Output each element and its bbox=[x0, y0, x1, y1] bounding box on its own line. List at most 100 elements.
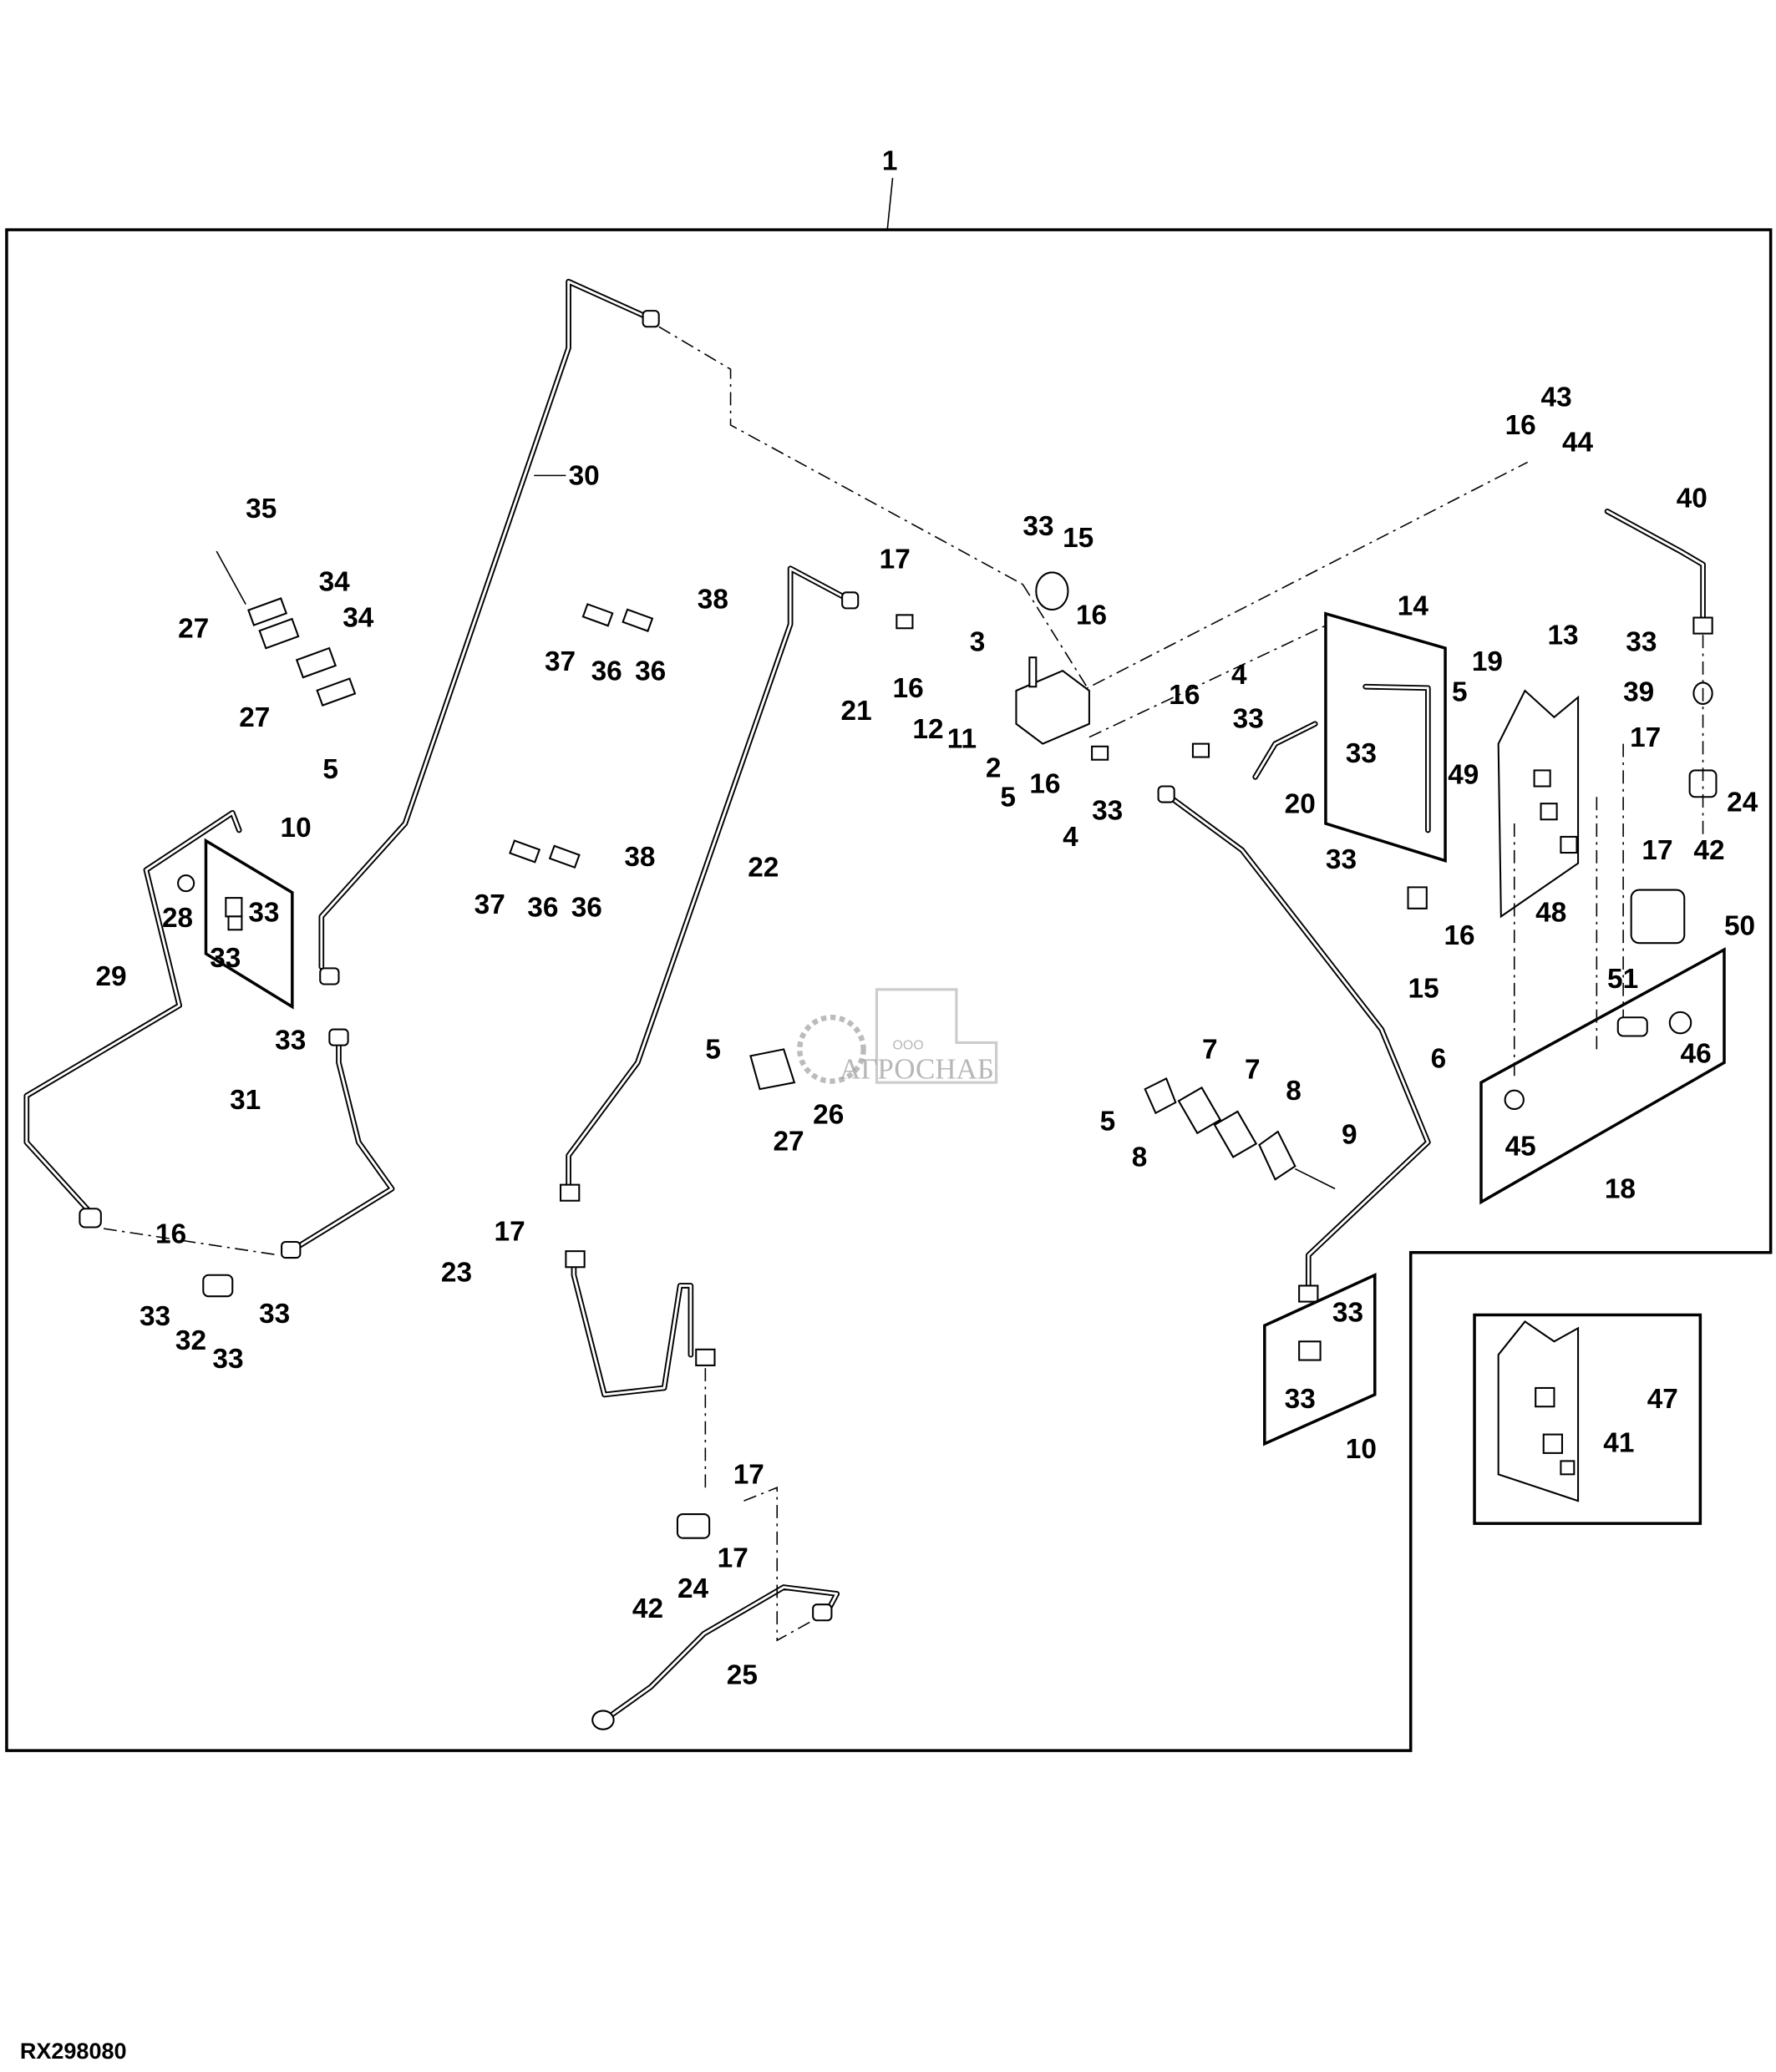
callout-28: 28 bbox=[162, 903, 193, 934]
inset-10-left bbox=[204, 838, 294, 1010]
callout-5: 5 bbox=[1100, 1106, 1116, 1137]
callout-33: 33 bbox=[1022, 511, 1053, 542]
callout-44: 44 bbox=[1562, 428, 1594, 458]
callout-18: 18 bbox=[1605, 1174, 1636, 1205]
callout-40: 40 bbox=[1677, 484, 1707, 514]
callout-34: 34 bbox=[343, 603, 374, 634]
callout-36: 36 bbox=[571, 892, 602, 923]
callout-49: 49 bbox=[1448, 759, 1479, 790]
callout-50: 50 bbox=[1724, 911, 1755, 942]
callout-26: 26 bbox=[813, 1099, 844, 1130]
callout-33: 33 bbox=[259, 1299, 290, 1330]
callout-5: 5 bbox=[322, 754, 338, 785]
callout-4: 4 bbox=[1063, 822, 1078, 853]
callout-37: 37 bbox=[545, 646, 576, 677]
callout-31: 31 bbox=[230, 1085, 261, 1116]
watermark-name: АГРОСНАБ bbox=[840, 1052, 994, 1085]
callout-38: 38 bbox=[624, 842, 655, 873]
inset-10-right bbox=[1263, 1273, 1377, 1446]
callout-16: 16 bbox=[1029, 768, 1060, 799]
callout-36: 36 bbox=[527, 892, 558, 923]
callout-33: 33 bbox=[248, 898, 279, 929]
callout-24: 24 bbox=[1727, 788, 1758, 818]
callout-39: 39 bbox=[1623, 677, 1654, 708]
pipe-29 bbox=[23, 809, 242, 1229]
pipe-22 bbox=[566, 565, 860, 1188]
callout-9: 9 bbox=[1342, 1119, 1357, 1150]
callout-17: 17 bbox=[733, 1459, 764, 1490]
callout-22: 22 bbox=[748, 853, 779, 884]
callout-16: 16 bbox=[893, 673, 924, 704]
callout-12: 12 bbox=[912, 714, 943, 745]
leader bbox=[886, 178, 894, 231]
callout-37: 37 bbox=[474, 889, 505, 920]
callout-3: 3 bbox=[970, 626, 986, 657]
callout-33: 33 bbox=[1326, 844, 1357, 875]
callout-38: 38 bbox=[698, 584, 728, 615]
callout-48: 48 bbox=[1535, 898, 1566, 929]
callout-16: 16 bbox=[1444, 920, 1474, 951]
callout-41: 41 bbox=[1603, 1427, 1634, 1458]
callout-15: 15 bbox=[1063, 523, 1094, 554]
inset-14 bbox=[1324, 611, 1447, 863]
callout-46: 46 bbox=[1681, 1038, 1712, 1069]
callout-33: 33 bbox=[1332, 1297, 1363, 1328]
callout-33: 33 bbox=[1285, 1384, 1316, 1415]
callout-33: 33 bbox=[275, 1025, 306, 1056]
figure-id: RX298080 bbox=[20, 2039, 127, 2064]
callout-45: 45 bbox=[1505, 1132, 1536, 1163]
callout-29: 29 bbox=[95, 961, 126, 992]
dash-line bbox=[658, 326, 1023, 585]
callout-8: 8 bbox=[1132, 1142, 1148, 1173]
callout-2: 2 bbox=[986, 752, 1002, 783]
pipe-23 bbox=[560, 1183, 716, 1398]
callout-33: 33 bbox=[210, 943, 241, 974]
pipe-31 bbox=[281, 967, 395, 1259]
assembly-frame bbox=[5, 228, 1773, 1752]
watermark: ООО АГРОСНАБ bbox=[797, 988, 998, 1085]
valve-block bbox=[896, 571, 1210, 761]
callout-25: 25 bbox=[727, 1660, 758, 1691]
callout-17: 17 bbox=[495, 1216, 525, 1247]
callout-32: 32 bbox=[175, 1325, 206, 1356]
callout-33: 33 bbox=[1092, 795, 1123, 826]
callout-33: 33 bbox=[1626, 626, 1657, 657]
callout-34: 34 bbox=[319, 567, 351, 598]
callout-17: 17 bbox=[880, 545, 911, 575]
callout-5: 5 bbox=[705, 1035, 721, 1066]
callout-21: 21 bbox=[841, 696, 872, 727]
callout-27: 27 bbox=[773, 1126, 804, 1157]
inset-41 bbox=[1473, 1313, 1702, 1525]
callout-17: 17 bbox=[1630, 722, 1661, 753]
callout-27: 27 bbox=[239, 702, 270, 733]
callout-51: 51 bbox=[1607, 964, 1638, 995]
pipe-25 bbox=[591, 1584, 840, 1730]
callout-16: 16 bbox=[155, 1219, 186, 1250]
callout-labels: 35 34 34 27 27 5 37 36 36 38 37 36 36 38… bbox=[95, 382, 1758, 1691]
callout-7: 7 bbox=[1245, 1054, 1261, 1085]
callout-17: 17 bbox=[718, 1543, 748, 1574]
callout-33: 33 bbox=[212, 1344, 243, 1375]
callout-5: 5 bbox=[1000, 782, 1016, 813]
callout-13: 13 bbox=[1547, 620, 1578, 651]
pipe-6 bbox=[1157, 785, 1431, 1303]
callout-33: 33 bbox=[140, 1301, 170, 1332]
callout-33: 33 bbox=[1233, 704, 1264, 735]
callout-35: 35 bbox=[246, 494, 277, 524]
pipe-30 bbox=[318, 278, 660, 970]
callout-15: 15 bbox=[1408, 973, 1439, 1004]
bracket-48 bbox=[1497, 689, 1580, 919]
callout-16: 16 bbox=[1505, 410, 1536, 441]
watermark-prefix: ООО bbox=[893, 1038, 924, 1052]
callout-19: 19 bbox=[1472, 646, 1503, 677]
callout-33: 33 bbox=[1346, 738, 1377, 769]
callout-36: 36 bbox=[591, 656, 622, 686]
callout-1: 1 bbox=[882, 146, 898, 177]
fitting-32 bbox=[202, 1274, 234, 1298]
callout-7: 7 bbox=[1202, 1035, 1218, 1066]
callout-17: 17 bbox=[1642, 835, 1672, 866]
callout-42: 42 bbox=[632, 1593, 663, 1624]
callout-20: 20 bbox=[1285, 788, 1316, 819]
callout-23: 23 bbox=[441, 1258, 472, 1289]
